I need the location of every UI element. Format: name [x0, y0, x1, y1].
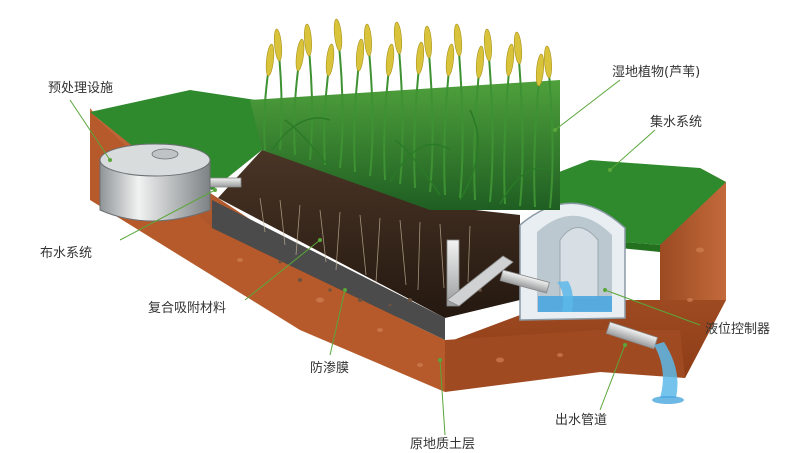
label-plants: 湿地植物(芦苇) — [612, 65, 700, 80]
leader-dots — [108, 128, 627, 362]
leader-pretreatment — [69, 99, 111, 161]
reed-plants — [250, 18, 560, 210]
leader-distribution — [119, 189, 216, 241]
water-splash — [652, 396, 684, 404]
label-level-control: 液位控制器 — [705, 322, 770, 337]
inner-water-stream — [557, 281, 573, 312]
leader-collection — [609, 129, 656, 171]
leader-plants — [554, 79, 621, 131]
leader-adsorbent — [244, 239, 321, 301]
label-soil: 原地质土层 — [410, 437, 475, 452]
label-collection: 集水系统 — [650, 114, 702, 130]
outlet-pipe — [605, 321, 659, 350]
leader-membrane — [329, 289, 346, 356]
adsorbent-media — [218, 150, 520, 318]
leader-outlet — [599, 344, 626, 411]
plant-roots — [259, 197, 471, 291]
soil-front-wall — [90, 112, 445, 392]
leader-lines — [69, 79, 701, 436]
outlet-water-stream — [654, 342, 678, 398]
impermeable-membrane — [212, 200, 445, 340]
label-membrane: 防渗膜 — [310, 360, 349, 376]
label-outlet: 出水管道 — [555, 413, 607, 428]
collection-pipe — [446, 239, 550, 307]
chamber-water — [538, 296, 612, 312]
pretreatment-tank — [99, 143, 211, 222]
label-distribution: 布水系统 — [40, 246, 92, 261]
leader-level-control — [604, 289, 701, 326]
reed-seed-heads — [265, 18, 552, 87]
label-adsorbent: 复合吸附材料 — [148, 301, 226, 316]
label-pretreatment: 预处理设施 — [48, 81, 113, 96]
leader-soil — [439, 359, 446, 436]
